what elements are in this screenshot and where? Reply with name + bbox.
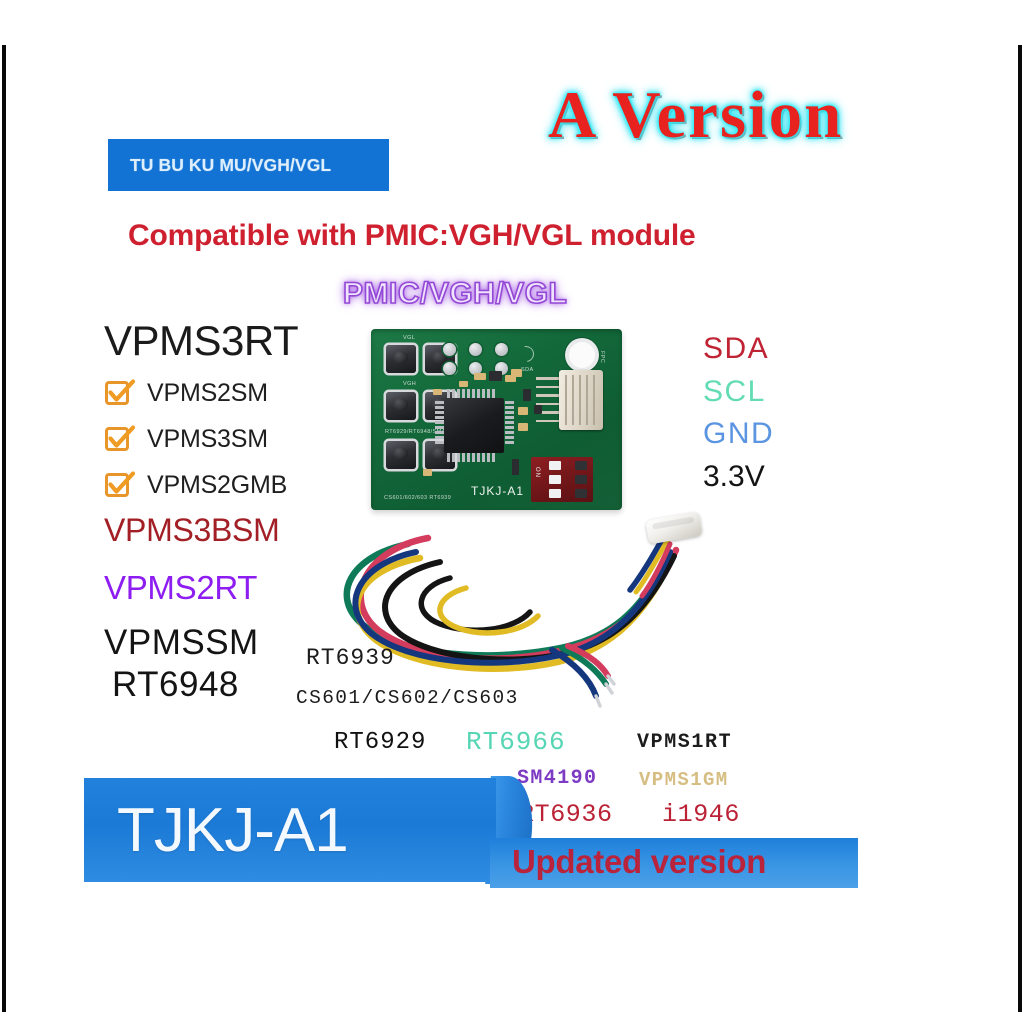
smd-component <box>512 459 519 475</box>
checkbox-checked-icon <box>104 378 136 408</box>
mounting-hole <box>569 342 595 368</box>
pmic-module-label: PMIC/VGH/VGL <box>342 276 568 311</box>
smd-component <box>459 381 468 387</box>
right-edge-border <box>1018 45 1022 1012</box>
smd-component <box>523 389 531 401</box>
dip-switch[interactable] <box>549 489 561 498</box>
chip-name-i1946: i1946 <box>662 800 741 829</box>
category-tag-label: TU BU KU MU/VGH/VGL <box>130 154 332 175</box>
checkbox-checked-icon <box>104 424 136 454</box>
silk-vgh-label: VGH <box>403 381 417 387</box>
ic-pins-left <box>435 401 444 444</box>
pinout-vcc: 3.3V <box>703 459 765 493</box>
pinout-sda: SDA <box>703 332 770 365</box>
list-item: VPMS3SM <box>104 424 404 454</box>
smd-component <box>505 375 516 382</box>
connector-pins <box>536 377 562 422</box>
silk-fpc-label: FPC <box>599 351 605 364</box>
microcontroller-ic <box>444 398 504 453</box>
product-name-banner: TJKJ-A1 <box>84 776 535 884</box>
tact-button[interactable] <box>386 392 416 420</box>
chip-name-rt6929: RT6929 <box>334 729 427 756</box>
banner-body <box>84 778 496 882</box>
ic-pins-right <box>505 401 514 444</box>
silk-sda-label: SDA <box>521 367 534 373</box>
chip-name-rt6936: RT6936 <box>519 800 613 829</box>
solder-pad <box>469 343 482 356</box>
list-item-vpms3bsm: VPMS3BSM <box>104 512 280 548</box>
smd-component <box>511 369 522 377</box>
version-headline: A Version <box>548 78 844 152</box>
chip-name-vpms1rt: VPMS1RT <box>637 731 733 754</box>
dip-switch[interactable] <box>575 475 587 484</box>
compat-list-title: VPMS3RT <box>104 317 299 364</box>
list-item-vpmssm: VPMSSM <box>104 623 259 662</box>
compatibility-headline: Compatible with PMIC:VGH/VGL module <box>128 219 696 252</box>
tact-button[interactable] <box>386 441 416 469</box>
pinout-list: SDA SCL GND 3.3V <box>703 328 774 498</box>
chip-name-cs-series: CS601/CS602/CS603 <box>296 687 519 709</box>
dip-on-label: ON <box>534 467 540 478</box>
smd-component <box>489 371 502 381</box>
chip-name-rt6939: RT6939 <box>306 645 395 671</box>
silk-bottom-label: CS601/602/603 RT6939 <box>384 495 452 501</box>
list-item-rt6948: RT6948 <box>112 665 239 704</box>
list-item: VPMS2SM <box>104 378 404 408</box>
pinout-gnd: GND <box>703 417 775 451</box>
checkbox-checked-icon <box>104 470 136 500</box>
solder-pad <box>469 362 482 375</box>
banner-label: TJKJ-A1 <box>117 795 349 865</box>
solder-pad <box>443 362 456 375</box>
smd-component <box>518 407 528 415</box>
dip-switch[interactable] <box>549 461 561 470</box>
chip-name-rt6966: RT6966 <box>466 727 566 757</box>
list-item-label: VPMS3SM <box>147 424 268 453</box>
silk-mid-label: RT6929/RT6948/SM4190 <box>385 429 456 435</box>
dip-switch-block[interactable]: ON <box>531 457 593 502</box>
ic-pins-top <box>447 389 495 398</box>
dip-switch[interactable] <box>575 489 587 498</box>
updated-version-label: Updated version <box>512 843 767 880</box>
ic-pins-bottom <box>447 453 495 462</box>
category-tag: TU BU KU MU/VGH/VGL <box>108 139 389 191</box>
list-item-vpms2rt: VPMS2RT <box>104 569 258 606</box>
silk-vgl-label: VGL <box>403 335 416 341</box>
pinout-scl: SCL <box>703 374 766 408</box>
smd-component <box>433 389 442 395</box>
smd-component <box>534 405 542 414</box>
wire-harness-image <box>300 500 730 735</box>
solder-pad <box>443 343 456 356</box>
pcb-board-image: VGL VGH SDA FPC RT6929/RT6948/SM4190 CS6… <box>371 329 622 510</box>
dip-switch[interactable] <box>575 461 587 470</box>
pcb-silkscreen-brand: TJKJ-A1 <box>471 484 525 498</box>
left-edge-border <box>2 45 6 1012</box>
recycle-logo-icon <box>514 342 538 366</box>
solder-pad <box>495 343 508 356</box>
smd-component <box>518 423 528 431</box>
compatibility-list: VPMS3RT VPMS2SM VPMS3SM <box>104 320 404 705</box>
list-item-label: VPMS2SM <box>147 378 268 407</box>
updated-version-strip <box>490 838 858 888</box>
chip-name-vpms1gm: VPMS1GM <box>639 769 729 791</box>
jst-header-connector <box>559 370 603 430</box>
smd-component <box>423 469 432 476</box>
list-item: VPMS2GMB <box>104 470 404 500</box>
smd-component <box>474 373 486 380</box>
chip-name-sm4190: SM4190 <box>517 767 598 790</box>
list-item-label: VPMS2GMB <box>147 470 288 499</box>
tact-button[interactable] <box>386 345 416 373</box>
dip-switch[interactable] <box>549 475 561 484</box>
